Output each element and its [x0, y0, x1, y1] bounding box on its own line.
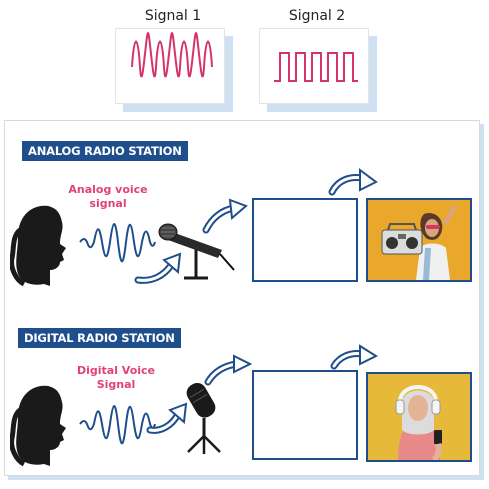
- arrow-to-mic-icon: [134, 252, 182, 284]
- arrow-to-podcast-mic-icon: [146, 402, 188, 434]
- signal-2-card: [259, 28, 369, 104]
- signal-2-title: Signal 2: [288, 8, 346, 24]
- digital-station-banner: DIGITAL RADIO STATION: [18, 328, 181, 348]
- arrow-to-box-icon: [202, 198, 248, 234]
- woman-with-headphones-illustration: [368, 374, 470, 460]
- signal-1-card: [115, 28, 225, 104]
- arrow-to-digital-photo-icon: [330, 344, 378, 370]
- analog-voice-label-line2: signal: [89, 197, 127, 210]
- digital-signal-box: [252, 370, 358, 460]
- woman-with-boombox-photo: [366, 198, 472, 282]
- analog-signal-box: [252, 198, 358, 282]
- woman-with-headphones-phone-photo: [366, 372, 472, 462]
- woman-silhouette-icon: [10, 205, 66, 287]
- sine-wave-icon: [131, 31, 213, 78]
- podcast-microphone-icon: [186, 382, 221, 454]
- woman-silhouette-icon: [10, 385, 66, 467]
- digital-voice-label-line1: Digital Voice: [76, 364, 156, 377]
- analog-station-banner: ANALOG RADIO STATION: [22, 141, 188, 161]
- digital-voice-label: Digital Voice Signal: [68, 364, 164, 392]
- square-wave-icon: [274, 52, 358, 82]
- signal-1-title: Signal 1: [144, 8, 202, 24]
- analog-wave-icon: [79, 223, 156, 263]
- arrow-to-digital-box-icon: [204, 354, 252, 386]
- digital-voice-label-line2: Signal: [96, 378, 136, 391]
- arrow-to-photo-icon: [328, 168, 378, 196]
- analog-voice-label: Analog voice signal: [60, 183, 156, 211]
- woman-with-boombox-illustration: [368, 200, 470, 280]
- digital-wave-icon: [79, 405, 156, 445]
- handheld-microphone-icon: [158, 223, 235, 280]
- analog-voice-label-line1: Analog voice: [68, 183, 148, 196]
